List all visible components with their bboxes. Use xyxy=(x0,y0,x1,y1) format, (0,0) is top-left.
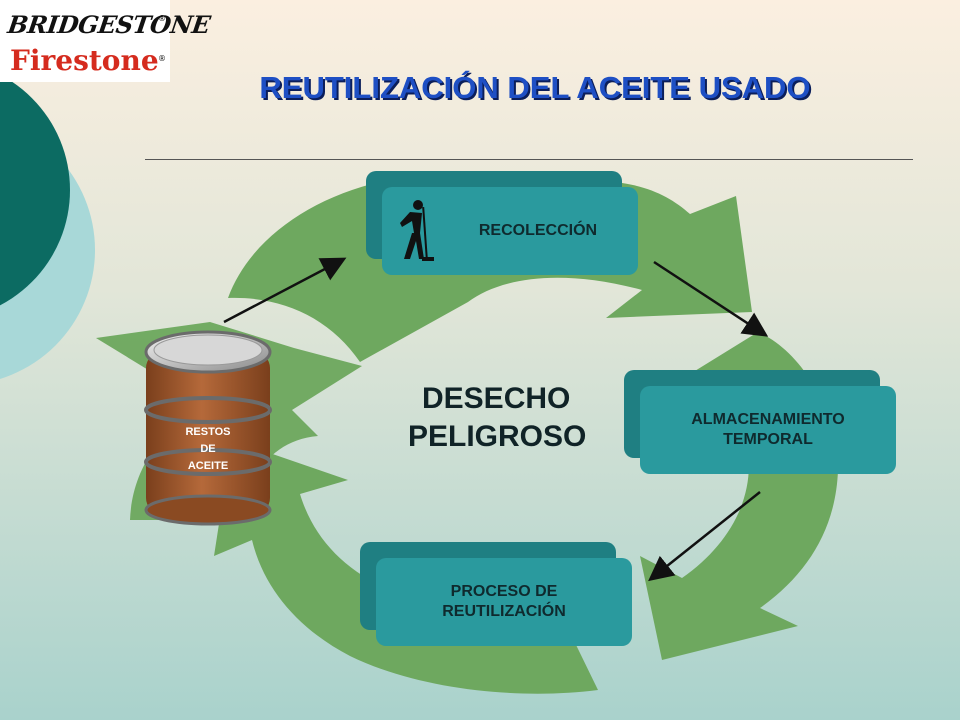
step-label-line2: REUTILIZACIÓN xyxy=(442,603,566,620)
title-divider xyxy=(145,159,913,160)
center-label-line2: PELIGROSO xyxy=(408,420,587,453)
step-label: ALMACENAMIENTO TEMPORAL xyxy=(691,410,844,450)
barrel-label-line3: ACEITE xyxy=(187,460,229,472)
step-recoleccion: RECOLECCIÓN xyxy=(382,187,638,275)
step-label: RECOLECCIÓN xyxy=(478,222,598,239)
bridgestone-logo: BRIDGESTONE xyxy=(5,10,212,39)
firestone-logo: Firestone xyxy=(10,44,159,77)
step-proceso: PROCESO DE REUTILIZACIÓN xyxy=(376,558,632,646)
registered-mark: ® xyxy=(158,14,166,23)
barrel-label: RESTOS DE ACEITE xyxy=(166,424,250,475)
slide-title: REUTILIZACIÓN DEL ACEITE USADO xyxy=(259,70,811,105)
step-label-line2: TEMPORAL xyxy=(723,431,813,448)
arrow-almacenamiento-to-proceso xyxy=(648,491,761,582)
barrel-label-line2: DE xyxy=(200,443,216,455)
arrow-barrel-to-recoleccion xyxy=(223,257,347,324)
logo-area: BRIDGESTONE ® Firestone ® xyxy=(0,0,212,82)
step-label: PROCESO DE REUTILIZACIÓN xyxy=(442,582,566,622)
step-label-line1: PROCESO DE xyxy=(450,583,558,600)
center-label: DESECHO PELIGROSO xyxy=(408,380,608,456)
corner-circle-dark xyxy=(0,74,70,306)
center-label-line1: DESECHO xyxy=(422,382,571,415)
worker-sweeping-icon xyxy=(400,200,434,261)
step-label-line1: ALMACENAMIENTO xyxy=(691,411,845,428)
arrow-recoleccion-to-almacenamiento xyxy=(653,260,769,337)
oil-barrel-icon xyxy=(144,330,272,526)
registered-mark: ® xyxy=(158,54,166,63)
barrel-label-line1: RESTOS xyxy=(185,426,231,438)
step-almacenamiento: ALMACENAMIENTO TEMPORAL xyxy=(640,386,896,474)
